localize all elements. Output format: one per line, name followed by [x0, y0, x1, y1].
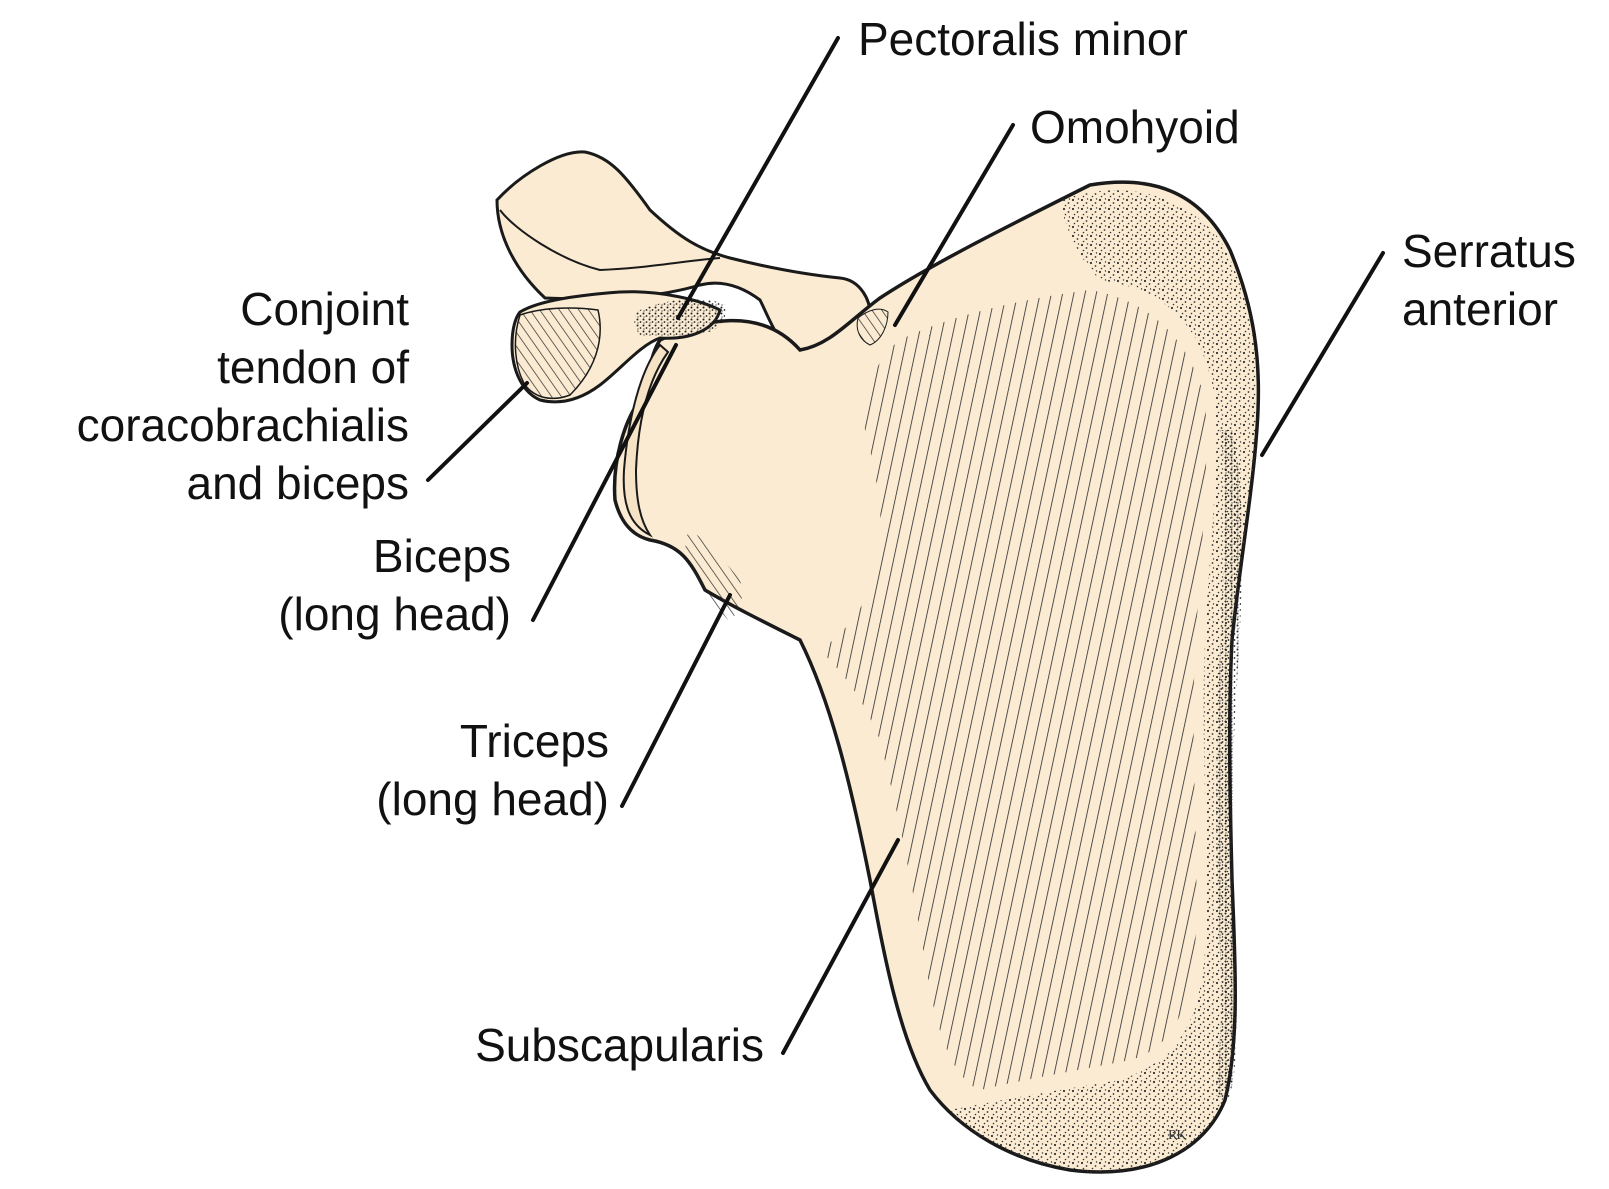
- label-conjoint-tendon: Conjoint tendon of coracobrachialis and …: [77, 280, 409, 512]
- label-omohyoid: Omohyoid: [1030, 98, 1240, 156]
- subscapularis-area: [820, 290, 1206, 1090]
- label-pectoralis-minor: Pectoralis minor: [858, 10, 1188, 68]
- artist-signature: RK: [1168, 1128, 1185, 1144]
- label-subscapularis: Subscapularis: [475, 1016, 764, 1074]
- leader-conjoint-tendon: [428, 383, 527, 480]
- label-biceps-long-head: Biceps (long head): [278, 527, 511, 643]
- label-triceps-long-head: Triceps (long head): [376, 712, 609, 828]
- label-serratus-anterior: Serratus anterior: [1402, 222, 1576, 338]
- leader-triceps-long-head: [622, 595, 730, 806]
- leader-subscapularis: [783, 840, 898, 1053]
- leader-serratus-anterior: [1262, 253, 1383, 455]
